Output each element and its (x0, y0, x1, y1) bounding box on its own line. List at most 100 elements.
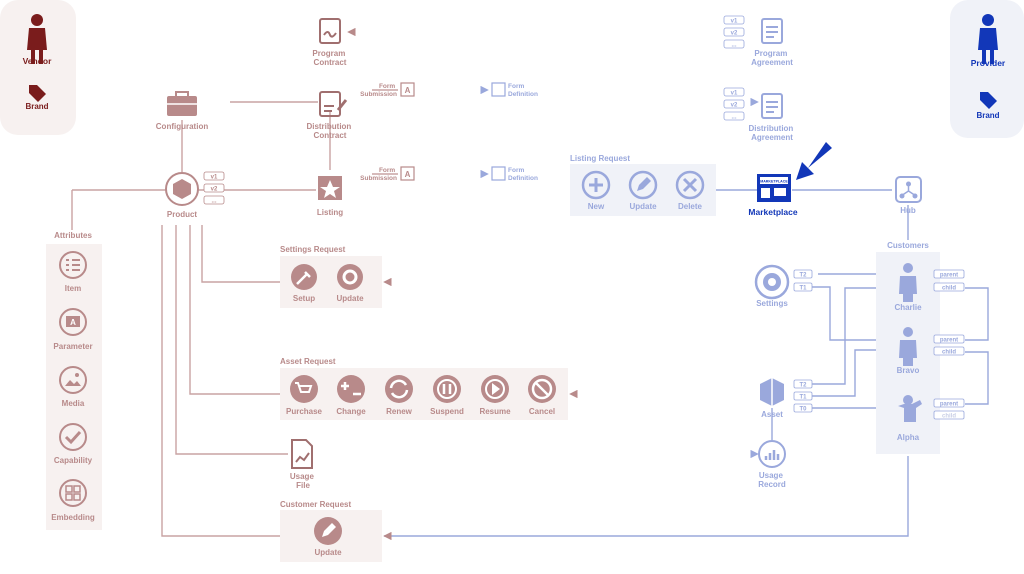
renew-icon[interactable] (385, 375, 413, 403)
program-contract-icon (319, 18, 341, 44)
asset-icon (760, 378, 784, 406)
svg-text:...: ... (731, 43, 736, 49)
vendor-brand-label: Brand (25, 102, 48, 111)
customer-alpha-label: Alpha (897, 433, 920, 442)
change-action-label: Change (336, 407, 366, 416)
program-agreement-icon (761, 18, 783, 44)
distribution-contract-label: Distribution Contract (306, 122, 353, 140)
svg-text:parent: parent (940, 273, 958, 279)
update-action-label: Update (629, 202, 657, 211)
embedding-icon (59, 479, 87, 507)
charlie-person-icon (899, 263, 917, 302)
svg-text:v1: v1 (731, 19, 738, 25)
attribute-capability-label: Capability (54, 456, 93, 465)
customer-update-action-label: Update (314, 548, 342, 557)
listing-form-submission-icon: A (400, 166, 415, 181)
suspend-pause-icon[interactable] (433, 375, 461, 403)
attribute-item-label: Item (65, 284, 81, 293)
new-action-icon[interactable] (581, 170, 611, 200)
update-pencil-icon[interactable] (628, 170, 658, 200)
marketplace-label: Marketplace (748, 207, 797, 217)
purchase-cart-icon[interactable] (290, 375, 318, 403)
distribution-contract-icon (319, 91, 348, 117)
delete-action-icon[interactable] (675, 170, 705, 200)
attributes-panel (46, 244, 102, 530)
usage-file-icon (291, 439, 313, 469)
form-definition-label: Form Definition (508, 83, 538, 98)
settings-node-label: Settings (756, 299, 788, 308)
alpha-person-icon (898, 395, 922, 422)
usage-record-chart-icon (758, 440, 786, 468)
svg-text:T1: T1 (799, 286, 807, 292)
svg-text:...: ... (731, 115, 736, 121)
configuration-label: Configuration (156, 122, 209, 131)
resume-action-label: Resume (479, 407, 511, 416)
delete-action-label: Delete (678, 202, 703, 211)
provider-person-icon (978, 14, 998, 64)
form-submission-icon: A (400, 82, 415, 97)
svg-text:parent: parent (940, 402, 958, 408)
svg-text:...: ... (211, 199, 216, 205)
vendor-label: Vendor (23, 56, 53, 66)
listing-request-title: Listing Request (570, 154, 630, 163)
usage-file-label: Usage File (290, 472, 316, 490)
item-list-icon (59, 251, 87, 279)
resume-play-icon[interactable] (481, 375, 509, 403)
listing-form-submission-label: Form Submission (360, 167, 397, 182)
asset-tier-badges: T2 T1 T0 (793, 379, 813, 413)
program-agreement-versions: v1 v2 ... (723, 15, 745, 49)
svg-text:T2: T2 (799, 383, 807, 389)
asset-request-panel (280, 368, 568, 420)
setup-action-label: Setup (293, 294, 315, 303)
suspend-action-label: Suspend (430, 407, 464, 416)
relation-badges: parent child parent child parent child (933, 269, 965, 420)
settings-update-gear-icon[interactable] (337, 264, 363, 290)
provider-label: Provider (971, 58, 1006, 68)
product-label: Product (167, 210, 198, 219)
settings-gear-icon (754, 264, 790, 300)
customers-title: Customers (887, 241, 929, 250)
attribute-parameter-label: Parameter (53, 342, 92, 351)
cancel-icon[interactable] (528, 375, 556, 403)
form-definition-icon (491, 82, 506, 97)
svg-text:v2: v2 (731, 31, 738, 37)
pointer-arrow-icon (796, 142, 832, 180)
customer-update-pencil-icon[interactable] (314, 517, 342, 545)
parameter-icon: A (59, 308, 87, 336)
asset-request-title: Asset Request (280, 357, 336, 366)
customer-request-title: Customer Request (280, 500, 351, 509)
change-plus-minus-icon[interactable] (337, 375, 365, 403)
form-submission-label: Form Submission (360, 83, 397, 98)
connector-lines (71, 27, 989, 541)
svg-text:A: A (70, 318, 76, 327)
svg-text:A: A (405, 170, 411, 179)
program-agreement-label: Program Agreement (751, 49, 793, 67)
svg-text:v2: v2 (731, 103, 738, 109)
svg-text:v2: v2 (211, 187, 218, 193)
setup-tool-icon[interactable] (291, 264, 317, 290)
svg-text:v1: v1 (211, 175, 218, 181)
capability-check-icon (59, 423, 87, 451)
svg-text:T1: T1 (799, 395, 807, 401)
program-contract-label: Program Contract (312, 49, 347, 67)
listing-form-definition-icon (491, 166, 506, 181)
distribution-agreement-icon (761, 93, 783, 119)
marketplace-store-icon: MARKETPLACE (757, 174, 791, 202)
svg-text:child: child (942, 286, 956, 292)
svg-text:T2: T2 (799, 273, 807, 279)
listing-label: Listing (317, 208, 343, 217)
provider-brand-label: Brand (976, 111, 999, 120)
provider-panel (950, 0, 1024, 138)
vendor-brand-tag-icon (29, 85, 46, 102)
svg-text:A: A (405, 86, 411, 95)
new-action-label: New (588, 202, 605, 211)
media-image-icon (59, 366, 87, 394)
toolbox-icon (167, 91, 197, 116)
vendor-person-icon (27, 14, 47, 64)
renew-action-label: Renew (386, 407, 413, 416)
svg-text:parent: parent (940, 338, 958, 344)
purchase-action-label: Purchase (286, 407, 323, 416)
distribution-agreement-label: Distribution Agreement (748, 124, 795, 142)
svg-text:v1: v1 (731, 91, 738, 97)
hub-label: Hub (900, 206, 916, 215)
